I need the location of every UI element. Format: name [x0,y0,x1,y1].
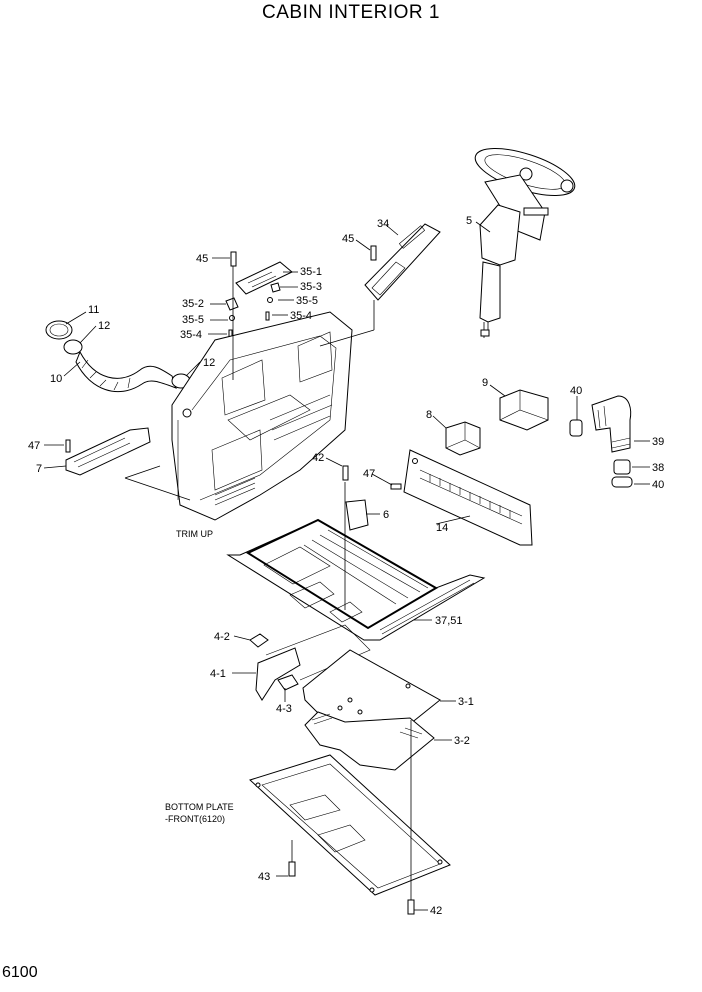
steering-column-part [474,148,576,338]
elbow-duct-part [569,395,633,488]
callout-4-1: 4-1 [210,668,226,680]
bracket-part [342,465,402,531]
callout-3-1: 3-1 [458,696,474,708]
callout-40-upper: 40 [570,385,582,397]
callout-labels: 5 34 45 45 35-1 35-3 35-2 35-5 35-5 35-4… [28,215,664,917]
callout-7: 7 [36,463,42,475]
callout-5: 5 [466,215,472,227]
callout-38: 38 [652,462,664,474]
duct-connector-part [499,389,549,431]
bottom-plate-note-line1: BOTTOM PLATE [165,802,234,812]
assembly-lines [124,266,412,900]
callout-35-2: 35-2 [182,298,204,310]
small-duct-part [445,421,481,456]
callout-39: 39 [652,436,664,448]
callout-43: 43 [258,871,270,883]
page-title: CABIN INTERIOR 1 [262,2,440,23]
rubber-mat-part [304,711,435,771]
callout-11: 11 [88,304,99,316]
callout-10: 10 [50,373,62,385]
callout-35-1: 35-1 [300,266,322,278]
callout-42-upper: 42 [312,452,324,464]
air-duct-part [45,320,191,393]
pedal-bracket-part [249,624,371,701]
callout-45-right: 45 [342,233,354,245]
callout-35-5-left: 35-5 [182,314,204,326]
callout-3-2: 3-2 [454,735,470,747]
callout-35-4-left: 35-4 [180,329,202,341]
callout-47-right: 47 [363,468,375,480]
callout-40-lower: 40 [652,479,664,491]
side-trim-panel-part [171,311,353,521]
callout-9: 9 [482,377,488,389]
bottom-plate-part [249,754,451,915]
callout-4-2: 4-2 [214,631,230,643]
upper-trim-panel-part [364,223,441,301]
callout-42-lower: 42 [430,905,442,917]
callout-35-3: 35-3 [300,281,322,293]
callout-12-lower: 12 [203,357,215,369]
callout-4-3: 4-3 [276,703,292,715]
callout-14: 14 [436,522,448,534]
callout-leaders [43,221,650,911]
callout-47-left: 47 [28,440,40,452]
callout-8: 8 [426,409,432,421]
callout-34: 34 [377,218,389,230]
callout-12-upper: 12 [98,320,110,332]
bottom-plate-note-line2: -FRONT(6120) [165,814,225,824]
callout-6: 6 [383,509,389,521]
callout-37-51: 37,51 [435,615,463,627]
callout-35-5-right: 35-5 [296,295,318,307]
vent-duct-part [65,427,151,476]
callout-35-4-right: 35-4 [290,310,312,322]
floor-mat-part [226,518,486,641]
long-grille-panel-part [403,449,533,546]
callout-45-left: 45 [196,253,208,265]
trim-up-note: TRIM UP [176,529,213,539]
vent-grille-part [225,245,377,339]
page-number: 6100 [2,964,38,981]
